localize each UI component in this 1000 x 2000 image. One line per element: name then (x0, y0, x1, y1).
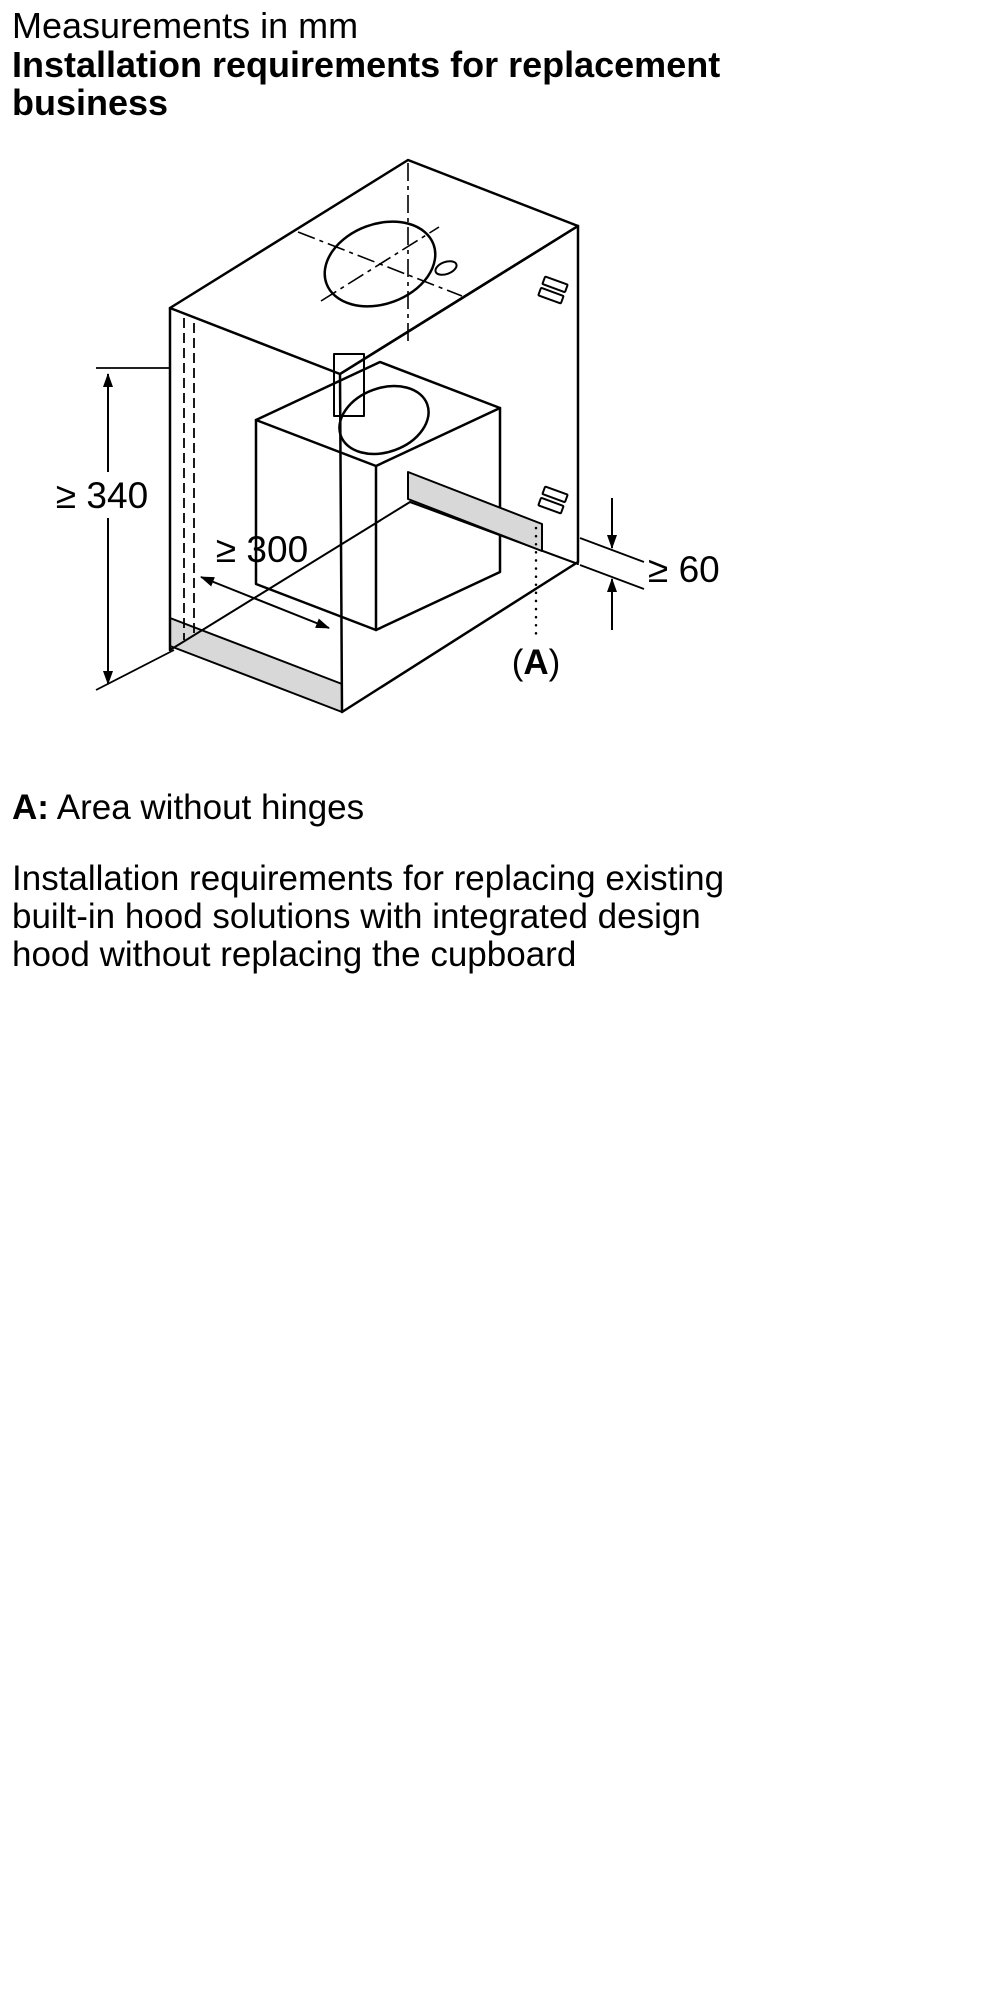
hood-unit (254, 353, 502, 632)
area-a-label: (A) (512, 643, 561, 682)
dimension-gap (579, 498, 645, 630)
vent-cutout (297, 163, 463, 344)
description-paragraph: Installation requirements for replacing … (12, 860, 724, 974)
cabinet-base-rail (169, 617, 343, 713)
page-title-line-2: business (12, 82, 169, 123)
description-line-3: hood without replacing the cupboard (12, 935, 577, 974)
dimension-height-label-bg (50, 472, 156, 518)
description-line-1: Installation requirements for replacing … (12, 859, 725, 898)
hinge-top-icon (537, 275, 569, 305)
dimension-gap-label: ≥ 60 (648, 549, 720, 590)
page-title: Installation requirements for replacemen… (12, 46, 720, 122)
page-title-line-1: Installation requirements for replacemen… (12, 44, 721, 85)
area-a-highlight (407, 471, 543, 552)
legend-key: A: (12, 788, 49, 827)
removed-front-panel-dashed (183, 318, 195, 640)
dimension-depth-label: ≥ 300 (216, 529, 308, 570)
legend-text: Area without hinges (56, 788, 365, 827)
dimension-height-label: ≥ 340 (56, 475, 148, 516)
dimension-height (95, 367, 175, 691)
legend-area-a: A: Area without hinges (12, 788, 364, 828)
description-line-2: built-in hood solutions with integrated … (12, 897, 701, 936)
hinge-bottom-icon (537, 485, 569, 515)
measurements-note: Measurements in mm (12, 5, 359, 46)
installation-diagram: (A) ≥ 340 ≥ 300 ≥ 60 (50, 158, 720, 714)
dimension-depth-arrow (200, 576, 330, 629)
center-lines (297, 163, 463, 344)
